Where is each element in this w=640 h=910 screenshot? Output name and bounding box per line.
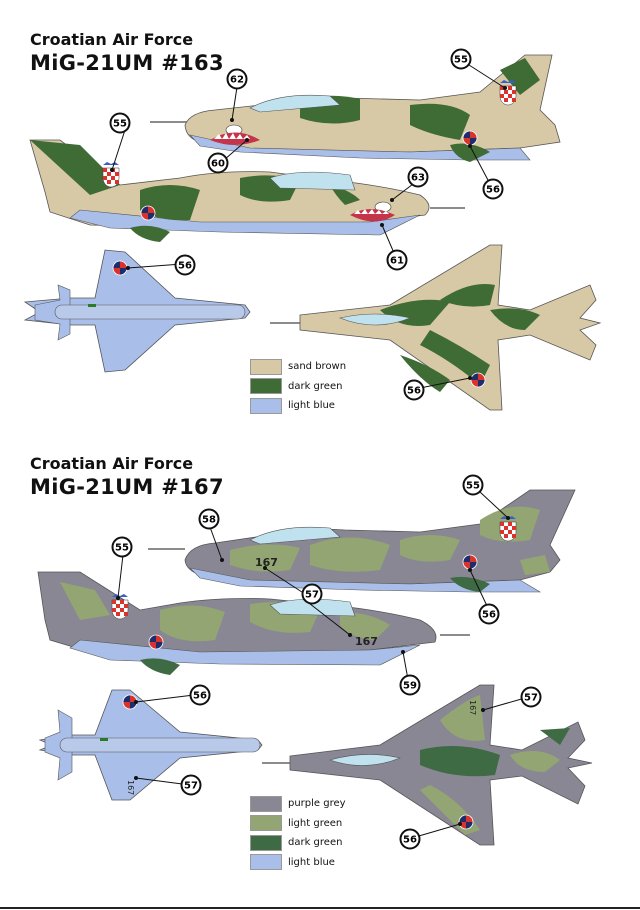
serial-167-lower: 167 [355, 635, 378, 648]
callout-57-b: 57 [184, 781, 198, 792]
legend-label: sand brown [288, 361, 347, 373]
callout-56-a: 56 [486, 185, 500, 196]
callout-56-f: 56 [403, 835, 417, 846]
sheet1-subtitle: Croatian Air Force [30, 30, 194, 49]
legend-item: light blue [250, 853, 346, 873]
callout-arrowheads [110, 86, 510, 826]
sheet2-subtitle: Croatian Air Force [30, 454, 194, 473]
legend-label: light blue [288, 856, 335, 868]
mig163-underside [23, 249, 251, 373]
callout-57-a: 57 [305, 590, 319, 601]
callout-55-b: 55 [113, 119, 127, 130]
sheet1-title: MiG-21UM #163 [30, 51, 224, 75]
callout-56-b: 56 [178, 261, 192, 272]
bottom-divider [0, 907, 640, 909]
callout-58: 58 [202, 515, 216, 526]
callout-55-c: 55 [466, 481, 480, 492]
legend-label: purple grey [288, 798, 346, 810]
mig167-underside: 167 [38, 689, 263, 801]
serial-167-upper: 167 [255, 556, 278, 569]
legend-swatch [250, 834, 282, 851]
legend-item: light blue [250, 396, 346, 416]
callout-56-d: 56 [482, 610, 496, 621]
mig167-profile-upper: 167 [148, 489, 576, 593]
legend-swatch [250, 397, 282, 414]
legend-item: dark green [250, 833, 346, 853]
callouts-sheet1: 62 60 55 55 56 63 61 56 56 [109, 48, 504, 401]
callout-59: 59 [403, 681, 417, 692]
legend-sheet2: purple grey light green dark green light… [250, 794, 346, 872]
legend-swatch [250, 854, 282, 871]
mig167-profile-lower: 167 [37, 571, 470, 675]
legend-label: light blue [288, 400, 335, 412]
legend-swatch [250, 378, 282, 395]
mig163-profile-lower [29, 139, 465, 242]
legend-item: purple grey [250, 794, 346, 814]
legend-swatch [250, 815, 282, 832]
legend-swatch [250, 358, 282, 375]
callout-60: 60 [211, 159, 225, 170]
legend-label: light green [288, 817, 343, 829]
callout-57-c: 57 [524, 693, 538, 704]
callout-61: 61 [390, 256, 404, 267]
callout-63: 63 [411, 173, 425, 184]
callout-56-e: 56 [193, 691, 207, 702]
legend-swatch [250, 795, 282, 812]
callout-55-d: 55 [115, 543, 129, 554]
serial-167-underside: 167 [126, 780, 135, 795]
legend-item: dark green [250, 377, 346, 397]
legend-item: sand brown [250, 357, 346, 377]
legend-item: light green [250, 814, 346, 834]
callout-55-a: 55 [454, 55, 468, 66]
callout-56-c: 56 [407, 386, 421, 397]
sheet2-title: MiG-21UM #167 [30, 475, 224, 499]
mig163-topview [270, 244, 602, 411]
legend-sheet1: sand brown dark green light blue [250, 357, 346, 416]
legend-label: dark green [288, 380, 343, 392]
mig167-topview: 167 [262, 684, 593, 846]
callouts-sheet2: 58 55 55 57 56 59 56 57 57 56 [111, 474, 542, 850]
mig163-profile-upper [150, 54, 561, 162]
legend-label: dark green [288, 837, 343, 849]
serial-167-topview: 167 [468, 700, 477, 715]
callout-62: 62 [230, 75, 244, 86]
